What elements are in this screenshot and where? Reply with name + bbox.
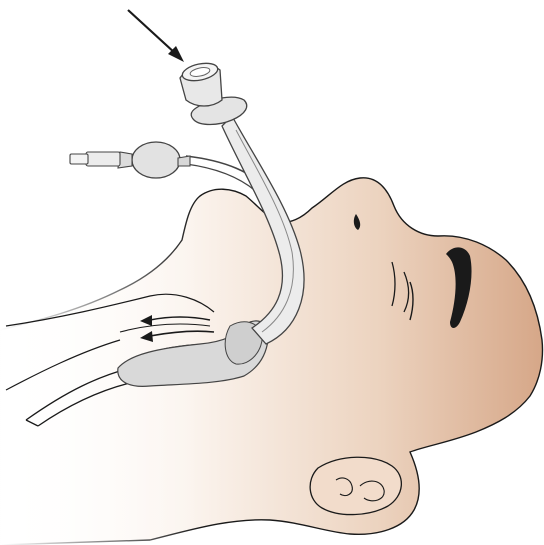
ear (310, 457, 401, 514)
arrow-icon (128, 10, 184, 62)
pilot-balloon-icon (70, 142, 190, 178)
valve-connector-icon (180, 60, 222, 106)
